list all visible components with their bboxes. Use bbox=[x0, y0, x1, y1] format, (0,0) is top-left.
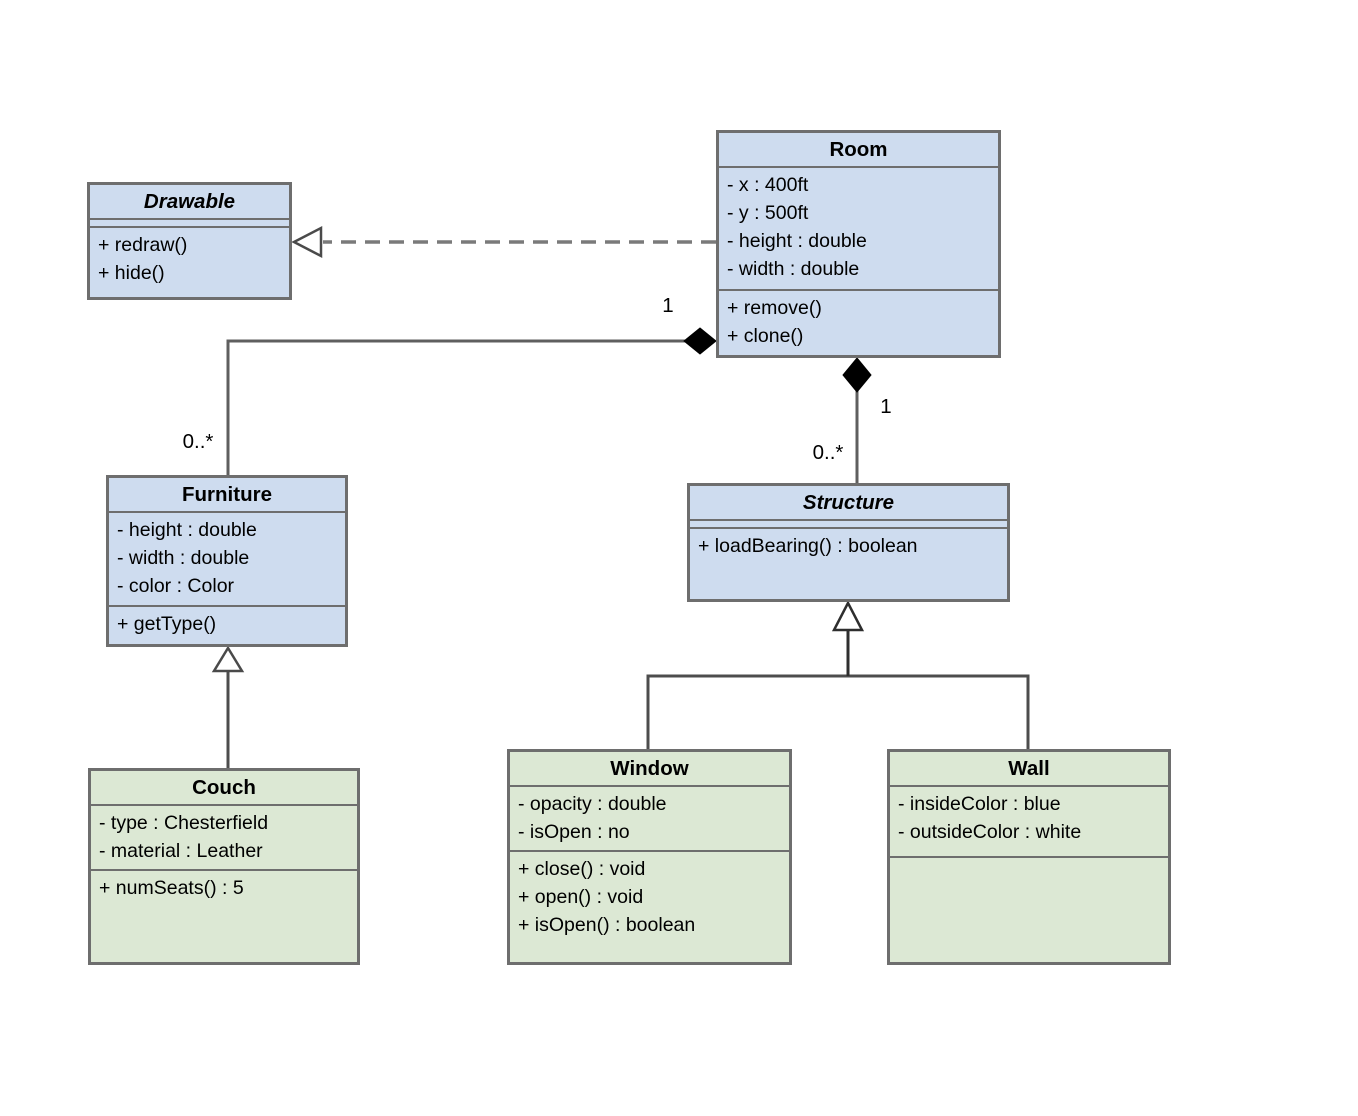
class-structure: Structure + loadBearing() : boolean bbox=[687, 483, 1010, 602]
class-wall-title: Wall bbox=[890, 752, 1168, 787]
attribute-row: - material : Leather bbox=[99, 840, 263, 862]
composition-diamond-icon bbox=[842, 357, 872, 393]
attribute-row: - height : double bbox=[117, 519, 257, 541]
attribute-row: - insideColor : blue bbox=[898, 793, 1061, 815]
multiplicity-furniture-many: 0..* bbox=[182, 430, 214, 453]
attribute-row: - y : 500ft bbox=[727, 202, 809, 224]
composition-room-furniture bbox=[226, 327, 717, 475]
attribute-row: - type : Chesterfield bbox=[99, 812, 269, 834]
attribute-row: - x : 400ft bbox=[727, 174, 809, 196]
class-drawable: Drawable + redraw() + hide() bbox=[87, 182, 292, 300]
generalization-couch-furniture bbox=[211, 645, 245, 768]
class-room-methods: + remove() + clone() bbox=[719, 291, 998, 355]
method-row: + hide() bbox=[98, 262, 165, 284]
method-row: + isOpen() : boolean bbox=[518, 914, 696, 936]
method-row: + getType() bbox=[117, 613, 217, 635]
class-structure-attributes-empty bbox=[690, 521, 1007, 529]
class-furniture-title: Furniture bbox=[109, 478, 345, 513]
class-structure-methods: + loadBearing() : boolean bbox=[690, 529, 1007, 599]
multiplicity-room-furniture-one: 1 bbox=[662, 294, 674, 317]
class-drawable-title: Drawable bbox=[90, 185, 289, 220]
attribute-row: - width : double bbox=[117, 547, 250, 569]
class-couch: Couch - type : Chesterfield - material :… bbox=[88, 768, 360, 965]
class-couch-title: Couch bbox=[91, 771, 357, 806]
attribute-row: - height : double bbox=[727, 230, 867, 252]
class-wall: Wall - insideColor : blue - outsideColor… bbox=[887, 749, 1171, 965]
realization-room-drawable bbox=[291, 225, 716, 259]
realization-triangle-icon bbox=[291, 225, 323, 259]
class-furniture-methods: + getType() bbox=[109, 607, 345, 644]
class-structure-title: Structure bbox=[690, 486, 1007, 521]
class-couch-methods: + numSeats() : 5 bbox=[91, 871, 357, 962]
method-row: + close() : void bbox=[518, 858, 646, 880]
attribute-row: - isOpen : no bbox=[518, 821, 630, 843]
multiplicity-structure-many: 0..* bbox=[812, 441, 844, 464]
generalization-triangle-icon bbox=[831, 600, 865, 632]
class-wall-attributes: - insideColor : blue - outsideColor : wh… bbox=[890, 787, 1168, 858]
class-room: Room - x : 400ft - y : 500ft - height : … bbox=[716, 130, 1001, 358]
attribute-row: - outsideColor : white bbox=[898, 821, 1082, 843]
class-window: Window - opacity : double - isOpen : no … bbox=[507, 749, 792, 965]
class-window-methods: + close() : void + open() : void + isOpe… bbox=[510, 852, 789, 962]
attribute-row: - color : Color bbox=[117, 575, 235, 597]
class-wall-methods bbox=[890, 858, 1168, 962]
class-couch-attributes: - type : Chesterfield - material : Leath… bbox=[91, 806, 357, 871]
class-room-attributes: - x : 400ft - y : 500ft - height : doubl… bbox=[719, 168, 998, 291]
generalization-triangle-icon bbox=[211, 645, 245, 673]
generalization-window-wall-structure bbox=[646, 600, 1030, 749]
method-row: + clone() bbox=[727, 325, 804, 347]
method-row: + redraw() bbox=[98, 234, 188, 256]
method-row: + numSeats() : 5 bbox=[99, 877, 244, 899]
method-row: + open() : void bbox=[518, 886, 644, 908]
method-row: + remove() bbox=[727, 297, 822, 319]
class-window-attributes: - opacity : double - isOpen : no bbox=[510, 787, 789, 852]
attribute-row: - opacity : double bbox=[518, 793, 667, 815]
class-furniture: Furniture - height : double - width : do… bbox=[106, 475, 348, 647]
class-drawable-methods: + redraw() + hide() bbox=[90, 228, 289, 297]
composition-diamond-icon bbox=[683, 327, 717, 355]
multiplicity-room-structure-one: 1 bbox=[880, 395, 892, 418]
attribute-row: - width : double bbox=[727, 258, 860, 280]
class-room-title: Room bbox=[719, 133, 998, 168]
class-drawable-attributes-empty bbox=[90, 220, 289, 228]
method-row: + loadBearing() : boolean bbox=[698, 535, 918, 557]
class-furniture-attributes: - height : double - width : double - col… bbox=[109, 513, 345, 607]
class-window-title: Window bbox=[510, 752, 789, 787]
